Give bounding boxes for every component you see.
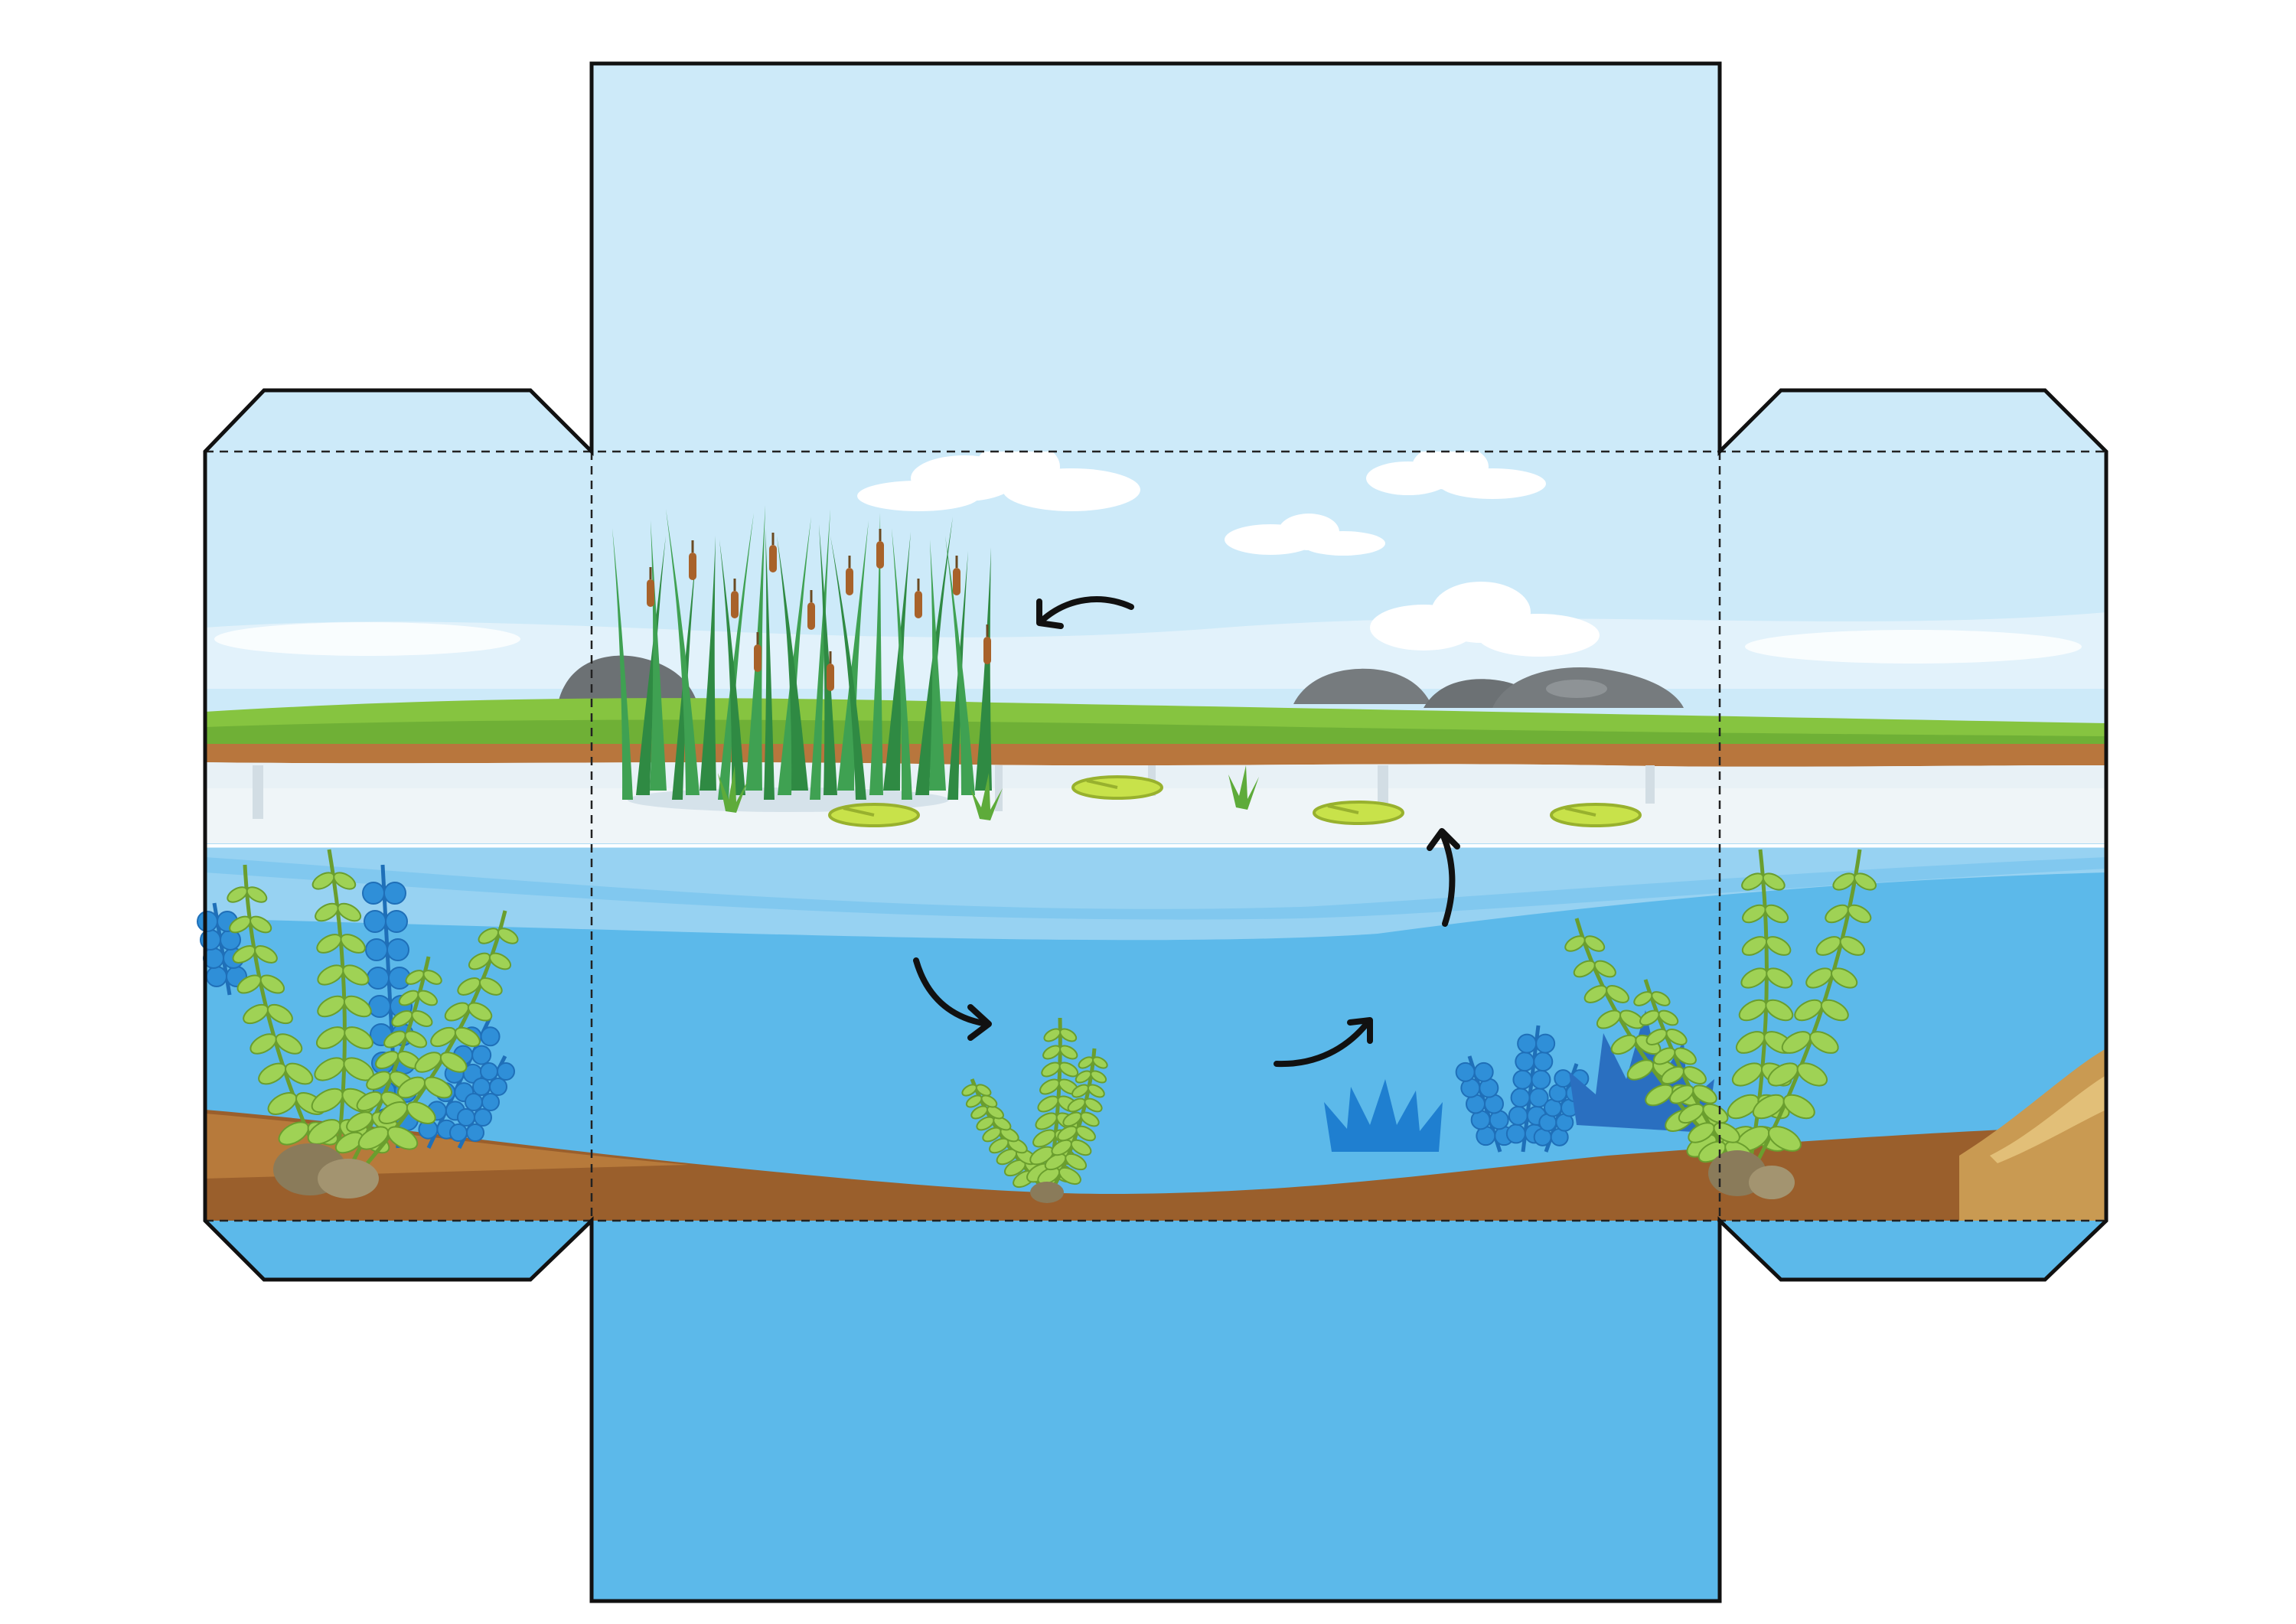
cattail-reeds bbox=[612, 505, 992, 812]
cattail-head bbox=[731, 591, 739, 618]
reed-blade bbox=[837, 520, 869, 791]
pond-sprouts bbox=[718, 765, 1259, 820]
aquatic-plants bbox=[197, 849, 1877, 1203]
cattail-head bbox=[807, 602, 815, 630]
aquatic-plant bbox=[307, 849, 374, 1164]
arrow-4 bbox=[1427, 828, 1460, 927]
reed-blade bbox=[719, 540, 745, 795]
arrow-3 bbox=[1274, 1017, 1373, 1068]
muddy-bottom bbox=[205, 1110, 2106, 1221]
rock bbox=[1293, 668, 1431, 704]
reed-blade bbox=[777, 536, 808, 791]
reed-blade bbox=[947, 551, 968, 800]
lily-pad bbox=[1550, 803, 1642, 827]
cloud bbox=[1366, 452, 1546, 499]
reed-blade bbox=[975, 547, 992, 791]
reed-blade bbox=[810, 509, 830, 800]
pebble bbox=[318, 1159, 379, 1198]
cloud bbox=[1225, 514, 1385, 556]
lily-pad bbox=[1071, 775, 1163, 800]
pebbles bbox=[273, 1143, 1795, 1203]
cloud bbox=[1370, 582, 1600, 657]
pebble bbox=[1030, 1182, 1064, 1203]
reed-blade bbox=[883, 532, 911, 791]
bottom-panel bbox=[592, 1218, 1720, 1601]
cloud bbox=[214, 622, 2082, 664]
reed-blade bbox=[666, 509, 700, 795]
aquatic-plant bbox=[1736, 849, 1877, 1172]
cattail-head bbox=[846, 568, 853, 595]
reed-blade bbox=[745, 505, 765, 791]
reed-blade bbox=[869, 513, 883, 795]
arrow-2 bbox=[913, 957, 992, 1041]
fold-lines bbox=[205, 450, 2106, 1222]
blue-grass-tuft bbox=[1324, 1079, 1443, 1152]
grey-rocks bbox=[559, 655, 1684, 708]
rock bbox=[559, 655, 696, 700]
cattail-head bbox=[983, 637, 991, 664]
top-flap-panel bbox=[592, 64, 1720, 454]
blue-plant bbox=[1455, 1055, 1515, 1153]
cattail-head bbox=[647, 579, 654, 607]
cattail-head bbox=[827, 664, 834, 691]
blue-plant bbox=[1505, 1025, 1556, 1153]
reed-blade bbox=[718, 513, 754, 800]
reed-blade bbox=[636, 536, 666, 795]
reed-blade bbox=[612, 528, 633, 800]
clouds bbox=[214, 452, 2082, 664]
reed-blade bbox=[764, 528, 775, 800]
blue-plant bbox=[449, 1055, 515, 1150]
cattail-head bbox=[876, 541, 884, 569]
aquatic-plant bbox=[357, 910, 519, 1165]
pebble bbox=[1749, 1166, 1795, 1199]
reed-blade bbox=[892, 528, 912, 800]
reed-blade bbox=[700, 536, 716, 791]
water-light-band bbox=[205, 846, 2106, 941]
arrow-1 bbox=[1036, 596, 1134, 629]
cattail-head bbox=[915, 591, 922, 618]
reed-blade bbox=[929, 540, 946, 791]
cycle-arrows bbox=[913, 596, 1460, 1068]
reed-blade bbox=[830, 536, 866, 800]
aquatic-plant bbox=[1037, 1048, 1108, 1192]
lily-pad bbox=[828, 803, 920, 827]
cattail-head bbox=[754, 644, 762, 672]
reed-blade bbox=[945, 536, 975, 795]
lily-pads bbox=[828, 775, 1642, 827]
cattail-head bbox=[769, 545, 777, 572]
lily-pad bbox=[1313, 801, 1404, 825]
cut-outline bbox=[203, 61, 2108, 1603]
cattail-head bbox=[953, 568, 960, 595]
reed-blade bbox=[819, 524, 837, 795]
reed-blade bbox=[778, 517, 811, 795]
cattail-head bbox=[689, 553, 696, 580]
cloud bbox=[857, 452, 1140, 511]
